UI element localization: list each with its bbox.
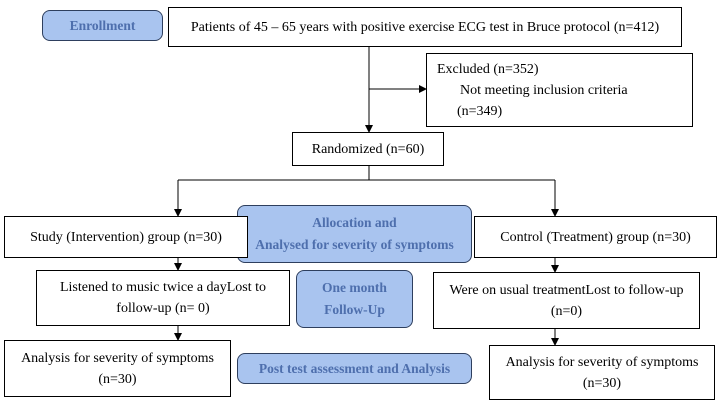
stage-followup-line2: Follow-Up: [324, 302, 385, 317]
stage-allocation: Allocation and Analysed for severity of …: [237, 205, 472, 263]
stage-followup-line1: One month: [322, 280, 387, 295]
excluded-title: Excluded (n=352): [437, 62, 539, 77]
stage-allocation-line1: Allocation and: [312, 215, 397, 230]
stage-enrollment: Enrollment: [42, 10, 163, 41]
study-group-box: Study (Intervention) group (n=30): [4, 216, 248, 258]
control-group-text: Control (Treatment) group (n=30): [500, 229, 691, 245]
excluded-count: (n=349): [457, 104, 503, 119]
study-analysis-box: Analysis for severity of symptoms (n=30): [4, 340, 231, 397]
patients-box: Patients of 45 – 65 years with positive …: [168, 7, 682, 47]
patients-text: Patients of 45 – 65 years with positive …: [190, 19, 660, 35]
control-followup-box: Were on usual treatmentLost to follow-up…: [433, 272, 700, 329]
randomized-text: Randomized (n=60): [311, 141, 425, 157]
study-followup-box: Listened to music twice a dayLost to fol…: [36, 270, 290, 326]
study-followup-text: Listened to music twice a dayLost to fol…: [59, 280, 267, 316]
stage-post-test: Post test assessment and Analysis: [237, 353, 472, 384]
stage-enrollment-label: Enrollment: [69, 17, 136, 33]
control-analysis-line2: (n=30): [582, 375, 622, 391]
stage-allocation-line2: Analysed for severity of symptoms: [255, 237, 454, 252]
control-analysis-line1: Analysis for severity of symptoms: [505, 354, 699, 370]
control-analysis-box: Analysis for severity of symptoms (n=30): [489, 345, 715, 400]
stage-post-test-label: Post test assessment and Analysis: [258, 360, 451, 376]
control-group-box: Control (Treatment) group (n=30): [474, 216, 717, 258]
excluded-box: Excluded (n=352) Not meeting inclusion c…: [426, 53, 693, 127]
excluded-reason: Not meeting inclusion criteria: [460, 83, 628, 98]
study-group-text: Study (Intervention) group (n=30): [30, 229, 222, 245]
study-analysis-line1: Analysis for severity of symptoms: [21, 350, 214, 366]
study-analysis-line2: (n=30): [98, 371, 137, 387]
randomized-box: Randomized (n=60): [292, 132, 444, 166]
stage-followup: One month Follow-Up: [296, 270, 413, 328]
control-followup-text: Were on usual treatmentLost to follow-up…: [449, 282, 684, 319]
